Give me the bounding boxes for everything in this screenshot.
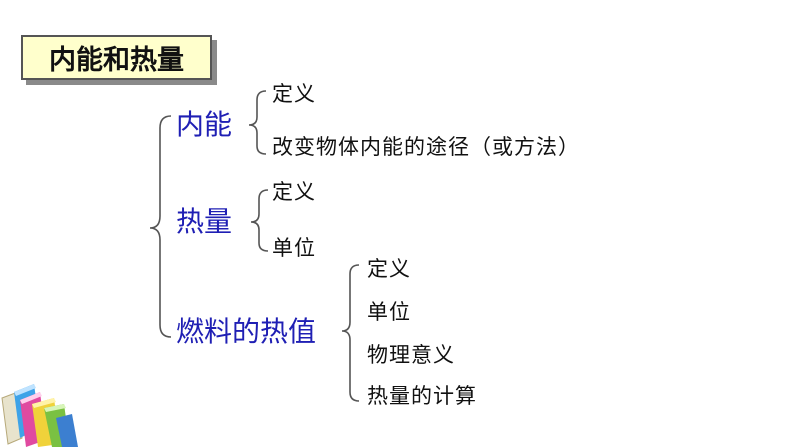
item-neineng-definition: 定义	[272, 82, 316, 106]
category-ranliao-rezhi: 燃料的热值	[176, 315, 317, 348]
brace-reliang	[250, 189, 269, 252]
brace-neineng	[248, 90, 267, 155]
item-reliang-definition: 定义	[272, 180, 316, 204]
item-rezhi-unit: 单位	[367, 300, 411, 324]
category-reliang: 热量	[176, 205, 233, 238]
item-rezhi-definition: 定义	[367, 257, 411, 281]
item-neineng-methods: 改变物体内能的途径（或方法）	[272, 135, 580, 159]
item-reliang-unit: 单位	[272, 236, 316, 260]
page-title: 内能和热量	[21, 35, 212, 80]
category-neineng: 内能	[176, 108, 233, 141]
brace-rezhi	[341, 264, 360, 402]
books-icon	[1, 384, 78, 447]
item-rezhi-calculation: 热量的计算	[367, 384, 477, 408]
item-rezhi-meaning: 物理意义	[367, 343, 455, 367]
main-brace	[149, 115, 172, 338]
